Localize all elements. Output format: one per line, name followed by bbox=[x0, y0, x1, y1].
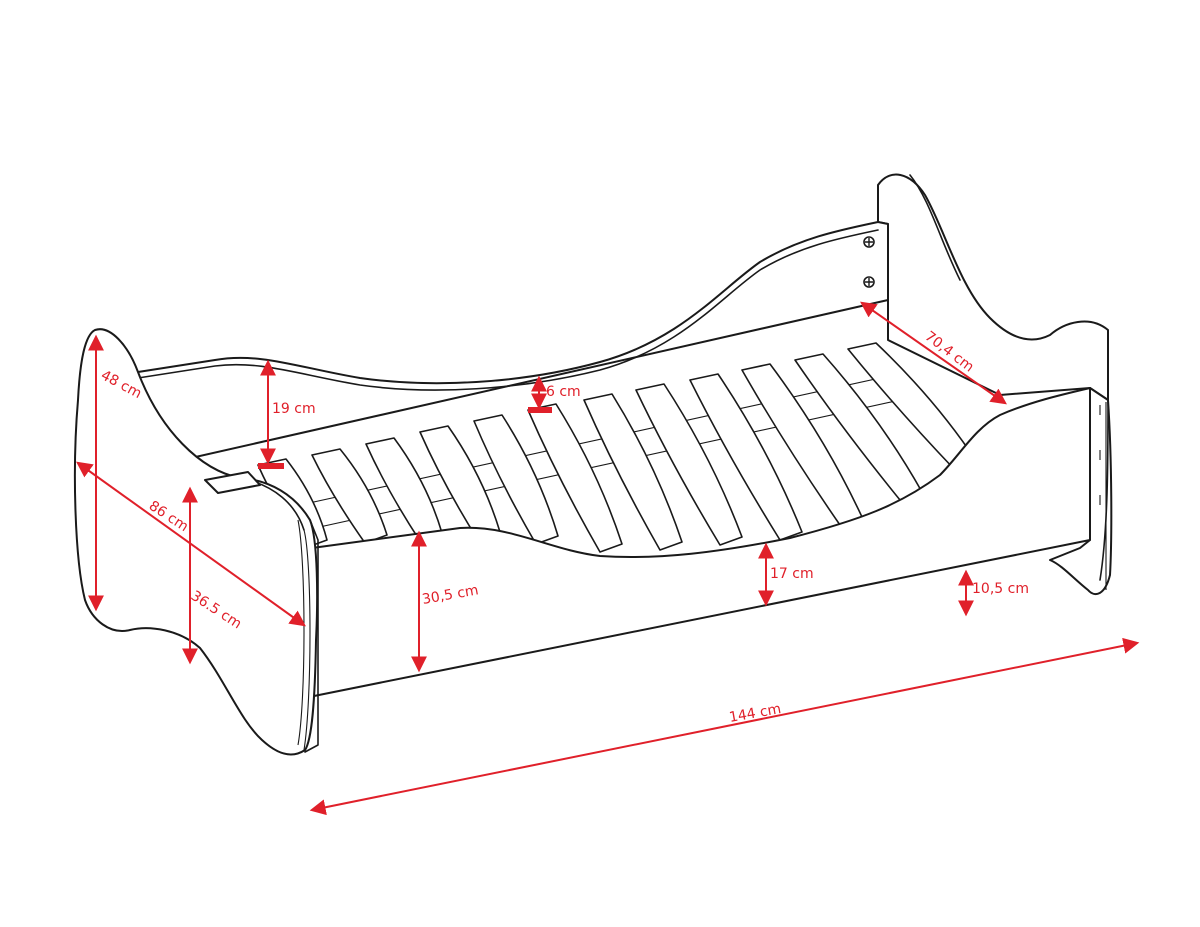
dim-label-floor-clearance: 10,5 cm bbox=[972, 581, 1029, 597]
dim-label-length: 144 cm bbox=[728, 701, 782, 726]
slat bbox=[689, 373, 803, 541]
dimension-lines bbox=[76, 301, 1140, 816]
slat bbox=[635, 383, 743, 546]
back-rail bbox=[137, 221, 889, 471]
slat bbox=[583, 393, 683, 551]
slat bbox=[473, 414, 559, 545]
slat-top-mark bbox=[528, 407, 552, 413]
slat bbox=[527, 403, 623, 553]
slat-top-mark bbox=[258, 463, 284, 469]
front-side-rail bbox=[311, 387, 1091, 697]
dim-label-slat-drop: 6 cm bbox=[546, 384, 581, 400]
dim-label-rail-top-height: 19 cm bbox=[272, 401, 316, 417]
screw-icon bbox=[863, 236, 875, 288]
dim-label-rail-bottom-gap: 17 cm bbox=[770, 566, 814, 582]
